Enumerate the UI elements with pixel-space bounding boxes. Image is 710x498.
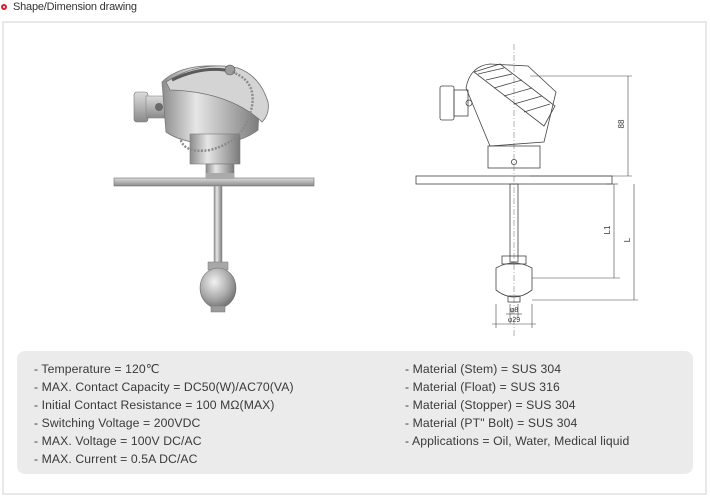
dim-l-label: L xyxy=(623,237,632,242)
safety-chain xyxy=(178,70,254,152)
section-title: Shape/Dimension drawing xyxy=(13,1,137,13)
product-photo xyxy=(113,64,315,313)
spec-item: - MAX. Current = 0.5A DC/AC xyxy=(34,452,198,466)
spec-panel: - Temperature = 120℃ - MAX. Contact Capa… xyxy=(17,351,693,474)
dim-l1-label: L1 xyxy=(603,225,612,234)
dimension-drawing: 88 L1 L φ8 φ29 xyxy=(415,44,638,338)
mounting-flange xyxy=(113,173,315,187)
spec-item: - MAX. Voltage = 100V DC/AC xyxy=(34,434,202,448)
spec-item: - Switching Voltage = 200VDC xyxy=(34,416,201,430)
drawing-outline xyxy=(415,44,613,338)
float-ball xyxy=(199,261,237,313)
dim-phi29-label: φ29 xyxy=(508,317,520,324)
dim-phi8-label: φ8 xyxy=(510,307,519,314)
spec-item: - Material (Stem) = SUS 304 xyxy=(405,362,562,376)
dim-88-label: 88 xyxy=(617,119,626,128)
spec-item: - Material (Float) = SUS 316 xyxy=(405,380,560,394)
spec-item: - Material (PT" Bolt) = SUS 304 xyxy=(405,416,578,430)
terminal-head xyxy=(161,64,269,179)
spec-item: - Material (Stopper) = SUS 304 xyxy=(405,398,576,412)
dimension-lines xyxy=(492,75,638,328)
spec-item: - Applications = Oil, Water, Medical liq… xyxy=(405,434,630,448)
spec-item: - MAX. Contact Capacity = DC50(W)/AC70(V… xyxy=(34,380,294,394)
spec-column-material: - Material (Stem) = SUS 304 - Material (… xyxy=(405,360,629,450)
spec-item: - Initial Contact Resistance = 100 MΩ(MA… xyxy=(34,398,275,412)
section-bullet-icon xyxy=(1,4,7,10)
spec-column-electrical: - Temperature = 120℃ - MAX. Contact Capa… xyxy=(34,360,294,468)
section-header: Shape/Dimension drawing xyxy=(0,0,137,14)
spec-item: - Temperature = 120℃ xyxy=(34,362,160,376)
cable-gland xyxy=(133,91,167,123)
